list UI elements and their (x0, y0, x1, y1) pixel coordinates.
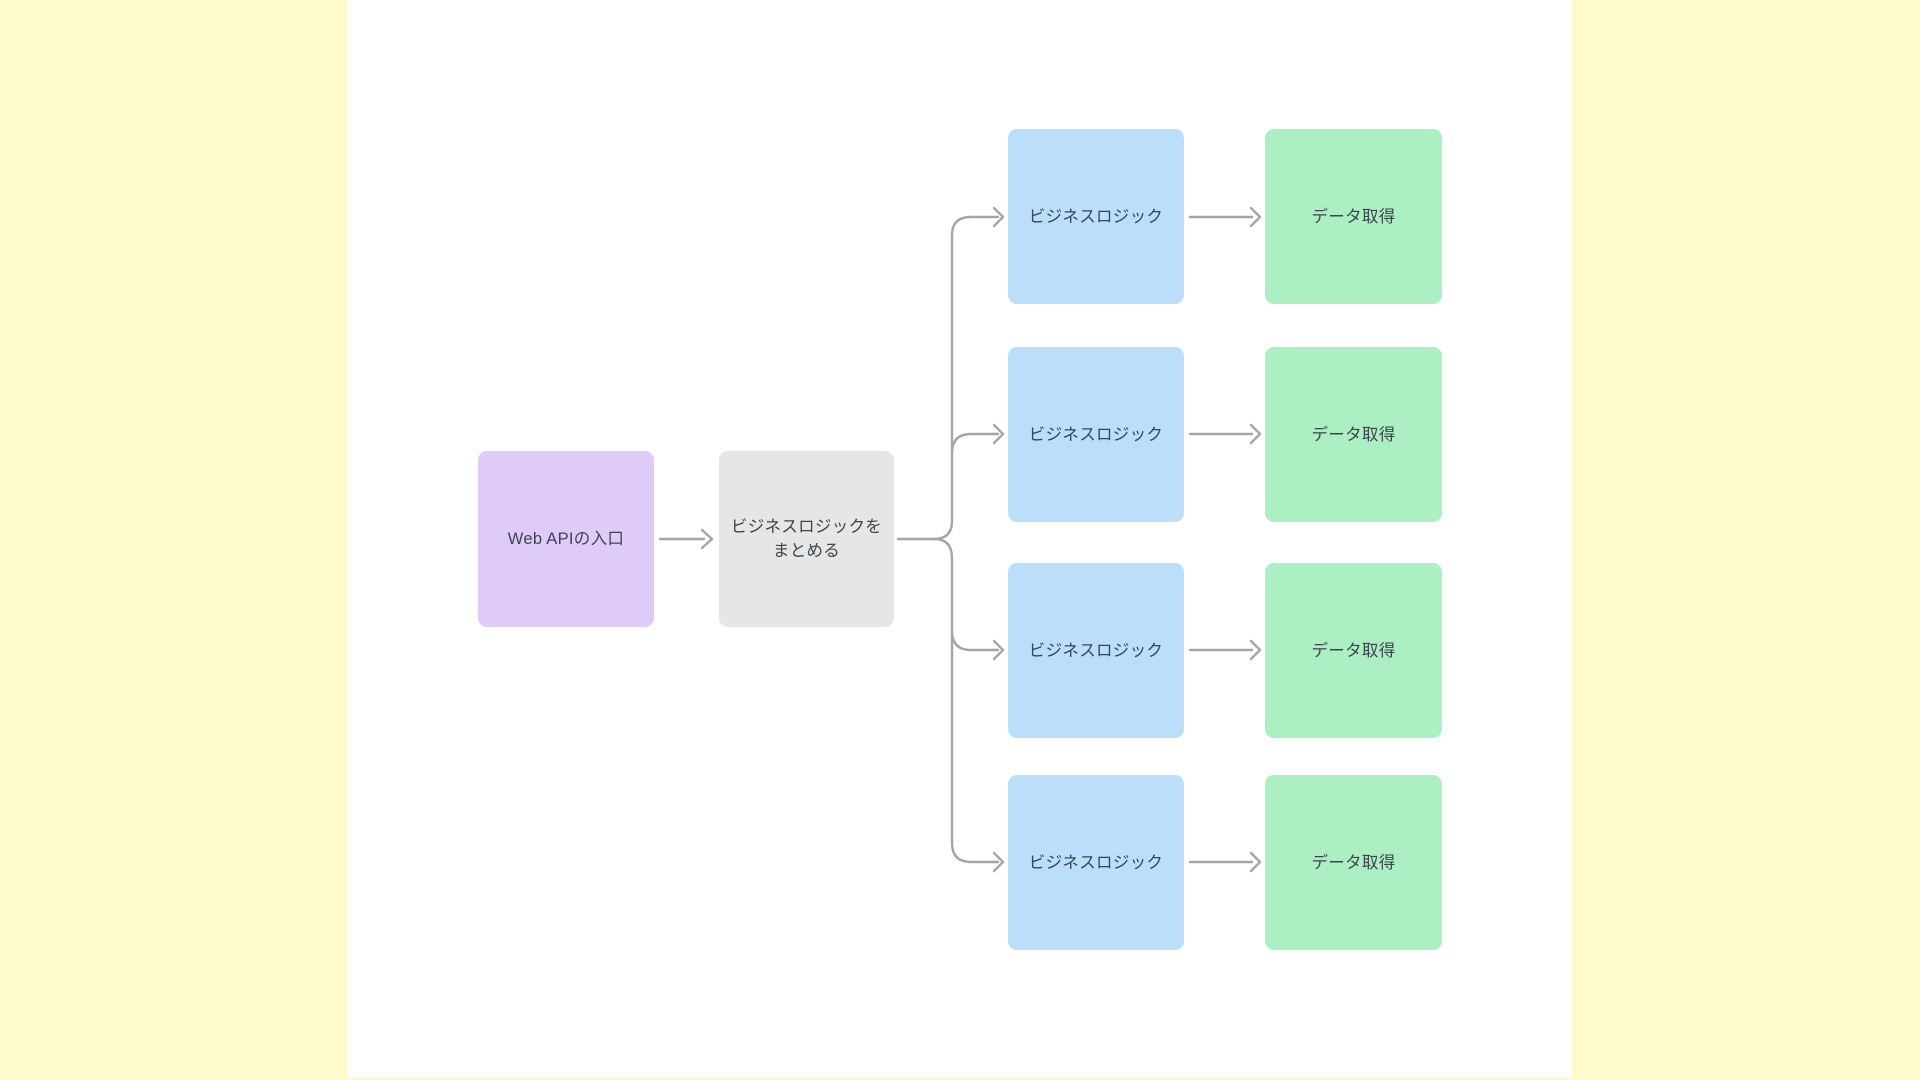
node-label: ビジネスロジック (1028, 853, 1164, 872)
node-label: ビジネスロジック (1028, 207, 1164, 226)
node-label: データ取得 (1311, 207, 1396, 226)
node-label: データ取得 (1311, 641, 1396, 660)
node-business-logic-2[interactable]: ビジネスロジック (1008, 347, 1184, 522)
node-label: Web APIの入口 (507, 530, 625, 548)
node-web-api-entry[interactable]: Web APIの入口 (478, 451, 654, 627)
node-business-logic-3[interactable]: ビジネスロジック (1008, 563, 1184, 738)
node-data-fetch-2[interactable]: データ取得 (1265, 347, 1442, 522)
node-data-fetch-3[interactable]: データ取得 (1265, 563, 1442, 738)
node-aggregate-business-logic[interactable]: ビジネスロジックを まとめる (719, 451, 894, 627)
node-data-fetch-1[interactable]: データ取得 (1265, 129, 1442, 304)
node-business-logic-1[interactable]: ビジネスロジック (1008, 129, 1184, 304)
node-label: ビジネスロジック (1028, 641, 1164, 660)
node-label: ビジネスロジックを まとめる (730, 518, 883, 560)
node-label: データ取得 (1311, 853, 1396, 872)
node-label: ビジネスロジック (1028, 425, 1164, 444)
node-label: データ取得 (1311, 425, 1396, 444)
node-business-logic-4[interactable]: ビジネスロジック (1008, 775, 1184, 950)
node-data-fetch-4[interactable]: データ取得 (1265, 775, 1442, 950)
